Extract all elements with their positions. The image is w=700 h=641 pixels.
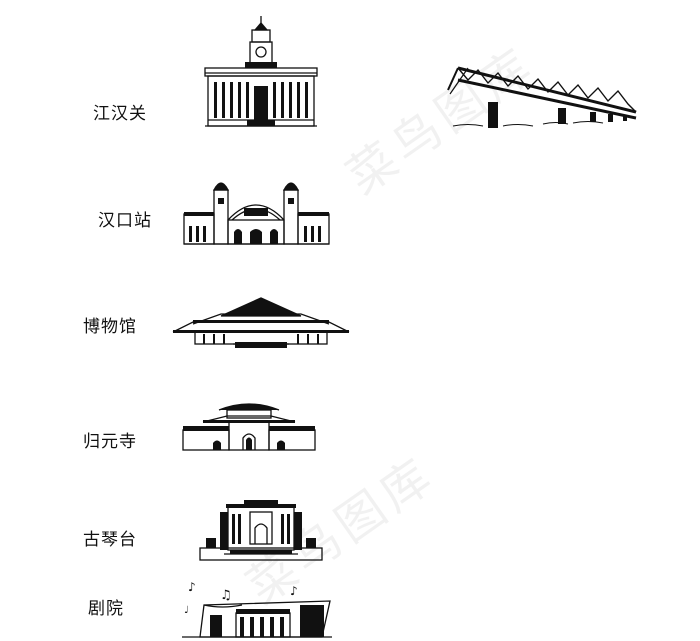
bridge-illustration xyxy=(447,66,637,128)
guqin-platform-illustration xyxy=(199,500,323,561)
label-jianghanguan: 江汉关 xyxy=(93,104,147,124)
svg-text:♪: ♪ xyxy=(188,580,196,594)
label-museum: 博物馆 xyxy=(83,317,137,337)
label-guiyuan-temple: 归元寺 xyxy=(83,432,137,452)
svg-text:♫: ♫ xyxy=(220,588,232,603)
label-guqin-platform: 古琴台 xyxy=(83,530,137,550)
label-hankou-station: 汉口站 xyxy=(98,211,152,231)
svg-text:♩: ♩ xyxy=(184,605,189,616)
hankou-station-illustration xyxy=(183,182,330,245)
museum-illustration xyxy=(172,297,350,348)
guiyuan-temple-illustration xyxy=(182,403,316,451)
label-theater: 剧院 xyxy=(88,599,124,619)
svg-text:♪: ♪ xyxy=(290,584,298,598)
theater-illustration: ♪ ♫ ♪ ♩ xyxy=(182,580,332,638)
jianghanguan-illustration xyxy=(204,16,318,127)
